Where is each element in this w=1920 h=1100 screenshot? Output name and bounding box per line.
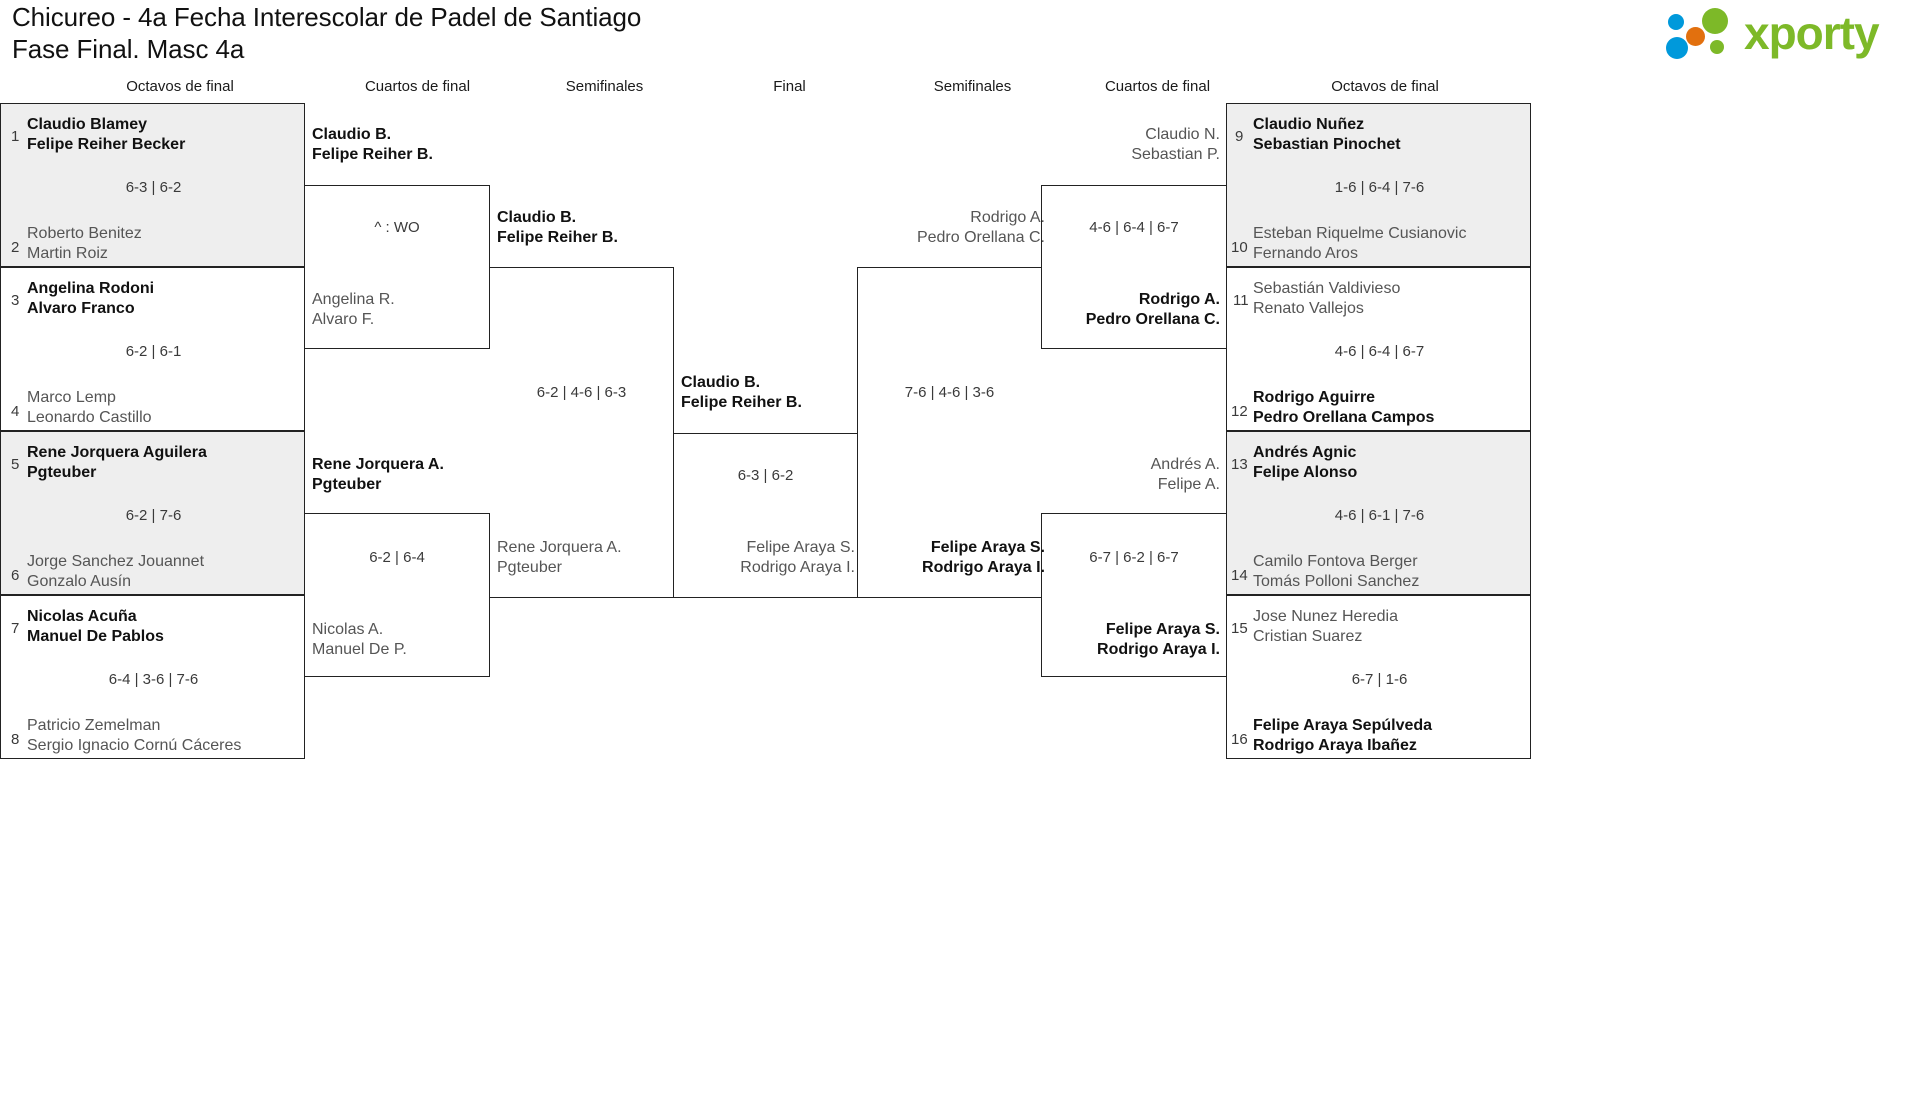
round-label-left-sf: Semifinales	[565, 78, 644, 95]
tournament-subtitle: Fase Final. Masc 4a	[12, 33, 245, 64]
team-name: Sebastián Valdivieso Renato Vallejos	[1253, 280, 1401, 317]
logo-dot-green-small	[1710, 40, 1724, 54]
match-score: 4-6 | 6-4 | 6-7	[1089, 219, 1179, 236]
team-name: Claudio B. Felipe Reiher B.	[312, 126, 433, 163]
match-score: 6-3 | 6-2	[125, 179, 182, 196]
match-left-qf-2[interactable]	[304, 513, 490, 677]
team-name: Patricio Zemelman Sergio Ignacio Cornú C…	[27, 717, 242, 754]
seed-number: 12	[1231, 403, 1248, 420]
seed-number: 11	[1233, 292, 1249, 309]
match-score: 4-6 | 6-4 | 6-7	[1334, 343, 1425, 360]
match-score: 6-7 | 6-2 | 6-7	[1089, 549, 1179, 566]
team-name: Claudio N. Sebastian P.	[1131, 126, 1220, 163]
team-name: Marco Lemp Leonardo Castillo	[27, 389, 152, 426]
seed-number: 1	[11, 128, 20, 145]
match-score: 6-4 | 3-6 | 7-6	[108, 671, 199, 688]
team-name: Camilo Fontova Berger Tomás Polloni Sanc…	[1253, 553, 1420, 590]
team-name: Nicolas A. Manuel De P.	[312, 621, 407, 658]
xporty-logo[interactable]: xporty	[1666, 4, 1906, 62]
team-name: Rodrigo A. Pedro Orellana C.	[1085, 291, 1220, 328]
seed-number: 10	[1231, 239, 1248, 256]
team-name: Felipe Araya S. Rodrigo Araya I.	[740, 539, 855, 576]
round-label-final: Final	[773, 78, 806, 95]
seed-number: 7	[11, 620, 20, 637]
match-final[interactable]	[673, 433, 858, 598]
round-label-left-qf: Cuartos de final	[364, 78, 471, 95]
team-name: Claudio Nuñez Sebastian Pinochet	[1253, 116, 1401, 153]
match-right-r16-3[interactable]: 13 Andrés Agnic Felipe Alonso 4-6 | 6-1 …	[1226, 431, 1531, 595]
page-title: Chicureo - 4a Fecha Interescolar de Pade…	[12, 2, 641, 65]
match-score: 6-2 | 7-6	[125, 507, 182, 524]
match-right-qf-2[interactable]	[1041, 513, 1227, 677]
seed-number: 4	[11, 403, 20, 420]
team-name: Angelina Rodoni Alvaro Franco	[27, 280, 155, 317]
team-name: Andrés Agnic Felipe Alonso	[1253, 444, 1358, 481]
match-right-sf-1[interactable]	[857, 267, 1042, 598]
match-left-r16-2[interactable]: 3 Angelina Rodoni Alvaro Franco 6-2 | 6-…	[0, 267, 305, 431]
team-name: Rene Jorquera A. Pgteuber	[497, 539, 622, 576]
round-label-left-r16: Octavos de final	[126, 78, 234, 95]
round-label-right-r16: Octavos de final	[1331, 78, 1439, 95]
team-name: Rodrigo A. Pedro Orellana C.	[916, 209, 1045, 246]
team-name: Rene Jorquera Aguilera Pgteuber	[27, 444, 207, 481]
logo-wordmark: xporty	[1744, 7, 1880, 59]
match-right-qf-1[interactable]	[1041, 185, 1227, 349]
round-label-right-sf: Semifinales	[933, 78, 1012, 95]
seed-number: 8	[11, 731, 20, 748]
seed-number: 3	[11, 292, 20, 309]
logo-dot-orange	[1686, 27, 1705, 46]
team-name: Angelina R. Alvaro F.	[312, 291, 395, 328]
round-label-right-qf: Cuartos de final	[1104, 78, 1211, 95]
team-name: Andrés A. Felipe A.	[1150, 456, 1220, 493]
logo-dot-blue-bottom	[1666, 37, 1688, 59]
match-score: 6-2 | 4-6 | 6-3	[536, 384, 627, 401]
match-score: 1-6 | 6-4 | 7-6	[1334, 179, 1425, 196]
team-name: Roberto Benitez Martin Roiz	[27, 225, 142, 262]
seed-number: 16	[1231, 731, 1248, 748]
seed-number: 9	[1235, 128, 1244, 145]
match-left-r16-4[interactable]: 7 Nicolas Acuña Manuel De Pablos 6-4 | 3…	[0, 595, 305, 759]
match-left-r16-3[interactable]: 5 Rene Jorquera Aguilera Pgteuber 6-2 | …	[0, 431, 305, 595]
team-name: Claudio B. Felipe Reiher B.	[681, 374, 802, 411]
team-name: Nicolas Acuña Manuel De Pablos	[27, 608, 164, 645]
match-score: 4-6 | 6-1 | 7-6	[1334, 507, 1425, 524]
logo-dot-blue-top	[1668, 14, 1684, 30]
team-name: Felipe Araya S. Rodrigo Araya I.	[1097, 621, 1220, 658]
team-name: Felipe Araya S. Rodrigo Araya I.	[922, 539, 1045, 576]
logo-dots-icon	[1666, 8, 1748, 60]
tournament-title: Chicureo - 4a Fecha Interescolar de Pade…	[12, 2, 642, 32]
team-name: Rene Jorquera A. Pgteuber	[312, 456, 444, 493]
team-name: Claudio Blamey Felipe Reiher Becker	[27, 116, 186, 153]
seed-number: 15	[1231, 620, 1248, 637]
seed-number: 14	[1231, 567, 1248, 584]
match-score: 6-2 | 6-1	[125, 343, 182, 360]
team-name: Jorge Sanchez Jouannet Gonzalo Ausín	[27, 553, 205, 590]
seed-number: 13	[1231, 456, 1248, 473]
match-score: 6-3 | 6-2	[737, 467, 794, 484]
match-right-r16-4[interactable]: 15 Jose Nunez Heredia Cristian Suarez 6-…	[1226, 595, 1531, 759]
seed-number: 5	[11, 456, 20, 473]
team-name: Esteban Riquelme Cusianovic Fernando Aro…	[1253, 225, 1467, 262]
match-score: 7-6 | 4-6 | 3-6	[904, 384, 995, 401]
team-name: Claudio B. Felipe Reiher B.	[497, 209, 618, 246]
seed-number: 2	[11, 239, 20, 256]
logo-dot-green-large	[1702, 8, 1728, 34]
team-name: Jose Nunez Heredia Cristian Suarez	[1253, 608, 1398, 645]
match-score: ^ : WO	[374, 219, 420, 236]
team-name: Rodrigo Aguirre Pedro Orellana Campos	[1253, 389, 1435, 426]
match-right-r16-1[interactable]: 9 Claudio Nuñez Sebastian Pinochet 1-6 |…	[1226, 103, 1531, 267]
match-left-sf-1[interactable]	[489, 267, 674, 598]
page-header: Chicureo - 4a Fecha Interescolar de Pade…	[0, 0, 1920, 80]
match-score: 6-2 | 6-4	[369, 549, 425, 566]
match-score: 6-7 | 1-6	[1351, 671, 1408, 688]
seed-number: 6	[11, 567, 20, 584]
match-left-r16-1[interactable]: 1 Claudio Blamey Felipe Reiher Becker 6-…	[0, 103, 305, 267]
match-right-r16-2[interactable]: 11 Sebastián Valdivieso Renato Vallejos …	[1226, 267, 1531, 431]
team-name: Felipe Araya Sepúlveda Rodrigo Araya Iba…	[1253, 717, 1433, 754]
